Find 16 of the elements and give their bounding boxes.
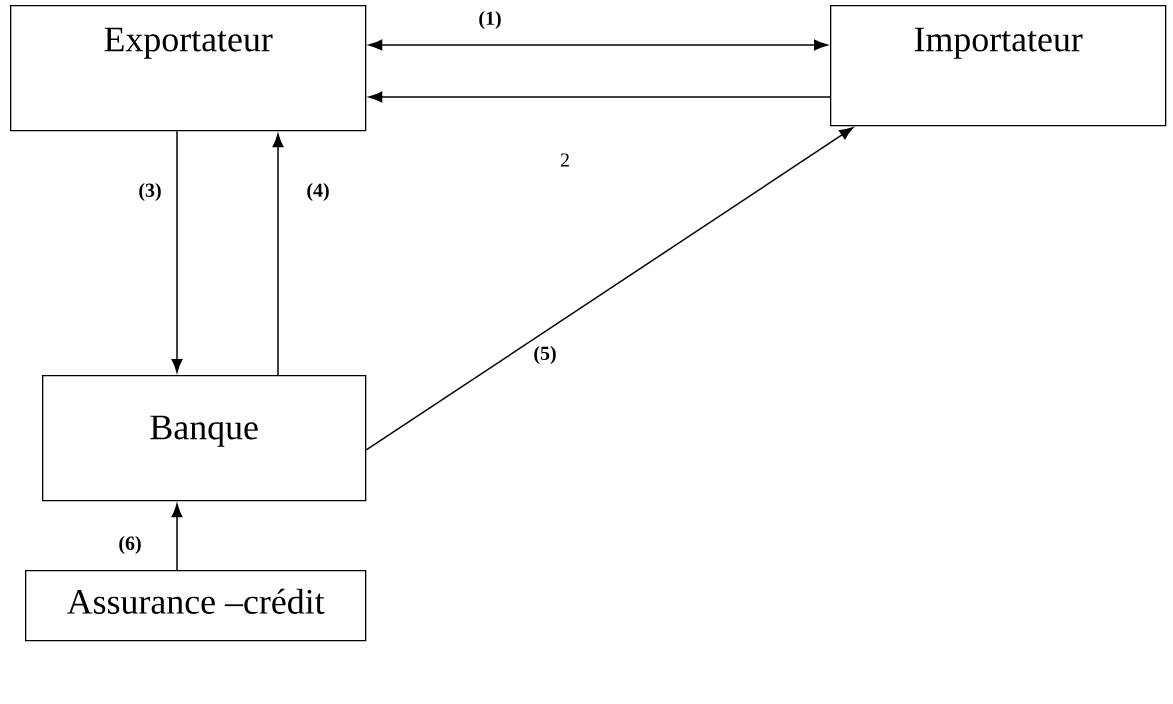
arrow: [368, 91, 831, 103]
arrow: [171, 503, 183, 571]
edge-label: (1): [477, 9, 503, 31]
edge-label: 2: [559, 152, 571, 168]
box: Banque: [42, 375, 367, 502]
box: Importateur: [830, 5, 1167, 127]
arrow: [171, 130, 183, 373]
edge-label: (3): [137, 181, 163, 203]
edge-label: (6): [117, 534, 143, 556]
arrow: [368, 39, 828, 51]
arrow: [365, 127, 854, 451]
box: Assurance –crédit: [25, 570, 367, 642]
box: Exportateur: [10, 5, 367, 132]
edge-label: (5): [532, 344, 558, 366]
arrow: [272, 133, 284, 376]
edge-label: (4): [305, 181, 331, 203]
